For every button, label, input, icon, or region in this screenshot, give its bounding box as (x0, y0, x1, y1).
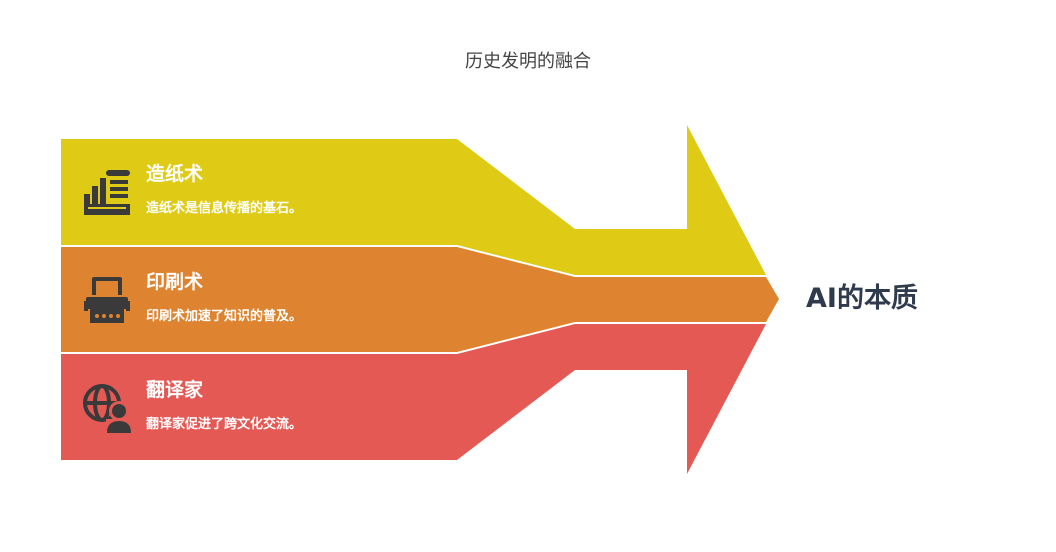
band-translator-text: 翻译家 翻译家促进了跨文化交流。 (146, 378, 302, 434)
band-translator-shape (61, 324, 766, 474)
band-paper-text: 造纸术 造纸术是信息传播的基石。 (146, 162, 302, 218)
band-printing-shape (61, 247, 779, 352)
globe-person-icon (83, 384, 132, 433)
band-printing-title: 印刷术 (146, 271, 204, 293)
band-translator-desc: 翻译家促进了跨文化交流。 (146, 417, 303, 432)
band-paper-desc: 造纸术是信息传播的基石。 (146, 201, 303, 216)
printing-press-icon (84, 277, 130, 323)
page-title: 历史发明的融合 (465, 51, 591, 72)
band-translator-title: 翻译家 (146, 379, 204, 401)
result-label: AI的本质 (806, 283, 918, 314)
band-paper-title: 造纸术 (146, 163, 204, 185)
band-paper-shape (61, 125, 766, 275)
paper-mill-icon (84, 170, 130, 215)
band-printing-desc: 印刷术加速了知识的普及。 (146, 309, 303, 324)
band-printing-text: 印刷术 印刷术加速了知识的普及。 (146, 270, 302, 326)
